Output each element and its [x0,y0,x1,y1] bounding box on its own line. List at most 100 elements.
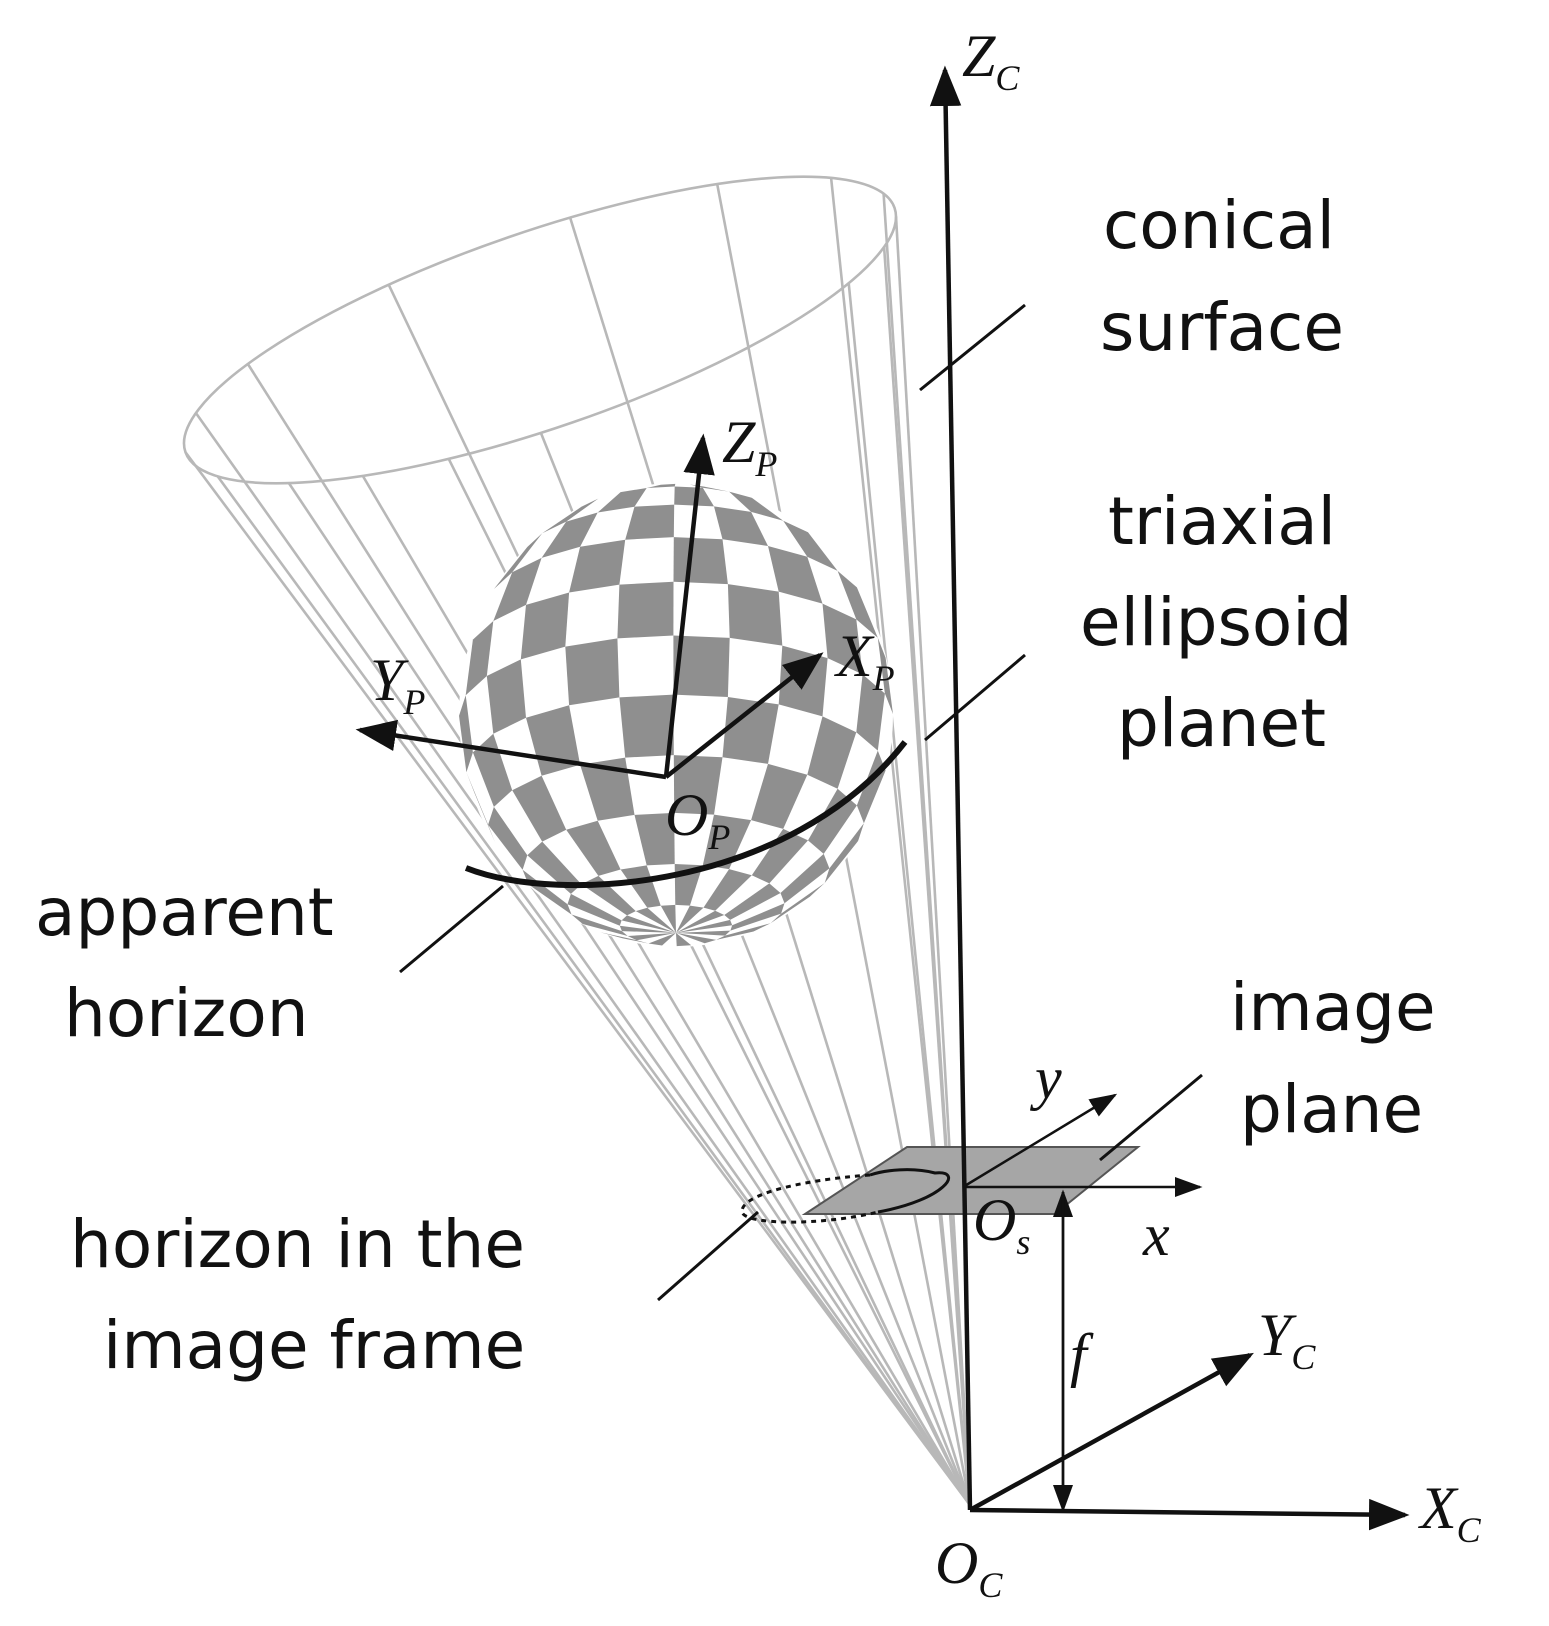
planet-frame-axes [355,433,824,780]
image-y-axis [962,1093,1118,1189]
checker-tile [727,584,783,646]
label-planet-y: YP [370,647,425,722]
cone-generator-line [361,475,972,1506]
checker-tile [751,763,808,829]
label-horizon-image-line1: horizon in the [70,1206,525,1283]
label-planet-x: XP [834,623,895,698]
checker-tile [617,581,674,639]
checker-tile [837,570,878,638]
checker-tile [465,621,494,696]
checker-tile [716,923,771,940]
checker-tile [808,788,857,854]
checker-tile [676,932,692,947]
checker-tile [824,823,864,883]
checker-tile [673,635,730,697]
checker-tile [768,546,823,604]
camera-frame-axes [929,65,1410,1531]
checker-tile [486,659,526,734]
checker-tile [676,930,731,936]
leader-apparent-horizon [399,884,504,974]
leader-horizon-in-image [657,1210,759,1302]
checker-tile [520,592,570,660]
label-apparent-line2: horizon [64,975,309,1052]
checker-tile [673,755,723,815]
cone-generator-line [184,451,972,1506]
camera-x-axis [969,1498,1410,1531]
checker-tile [722,697,779,764]
checker-tile [703,869,752,911]
checker-tile [783,520,838,571]
label-image-x: x [1142,1202,1170,1268]
cone-generator-line [287,482,972,1506]
planet-y-axis [355,719,667,780]
label-conical-line1: conical [1103,187,1335,264]
checker-tile [569,539,626,593]
cone-generator-line [216,475,972,1506]
checker-tile [542,498,599,534]
label-camera-origin: OC [935,1530,1003,1605]
checker-tile [724,883,781,920]
checker-tile [676,932,717,944]
label-conical-line2: surface [1100,289,1344,366]
checker-tile [619,694,674,758]
checker-tile [770,883,825,924]
checker-tile [635,907,676,933]
checker-tile [856,674,885,751]
planet-z-axis [663,433,715,778]
checker-tile [571,914,628,936]
checker-tile [472,733,513,807]
apparent-horizon-curve [464,740,908,889]
cone-rim [182,175,898,485]
checker-tile [634,812,675,866]
checker-tile [648,932,676,946]
checker-tile [488,806,528,870]
checker-tile [621,915,676,933]
checker-tile [751,828,808,884]
checker-tile [822,603,863,675]
label-image-plane-line2: plane [1240,1071,1423,1148]
label-planet-z: ZP [722,409,777,484]
checker-tile [673,537,728,585]
checker-tile [676,910,725,933]
checker-tile [493,533,543,589]
cone-generator-line [847,282,972,1506]
label-camera-x: XC [1418,1475,1482,1550]
checker-tile [646,483,676,488]
checker-tile [702,814,752,870]
checker-tile [620,865,661,908]
checker-tile [714,506,768,546]
label-planet-line3: planet [1117,685,1326,762]
checker-tile [567,893,622,926]
checker-tile [780,853,830,904]
checker-tile [493,557,542,621]
horizon-in-image-dotted [740,1173,879,1224]
label-image-plane-line1: image [1230,969,1436,1046]
checker-tile [580,757,635,821]
label-image-origin: Os [973,1187,1030,1262]
leader-lines [399,303,1203,1302]
horizon-in-image-solid [869,1168,950,1214]
checker-tile [459,695,473,773]
checker-tile [729,491,784,521]
checker-tile [619,925,676,933]
checker-tile [565,638,620,706]
checker-tile [627,932,676,941]
checker-tile [566,820,621,876]
cone-generator-lines [184,177,972,1506]
cone-generator-line [882,246,972,1506]
checker-tile [625,504,675,540]
camera-y-axis [968,1352,1254,1512]
image-plane-group [740,1093,1203,1224]
checker-tile [541,512,598,558]
label-planet-origin: OP [665,782,730,857]
cone-generator-line [894,216,972,1506]
planet-checker-pattern [459,483,893,947]
checker-tile [527,841,582,894]
label-apparent-line1: apparent [35,874,334,951]
checker-tile [674,486,714,507]
leader-image-plane [1099,1073,1203,1162]
checker-tile [466,772,496,843]
checker-tile [600,932,649,944]
conical-surface [182,175,972,1506]
